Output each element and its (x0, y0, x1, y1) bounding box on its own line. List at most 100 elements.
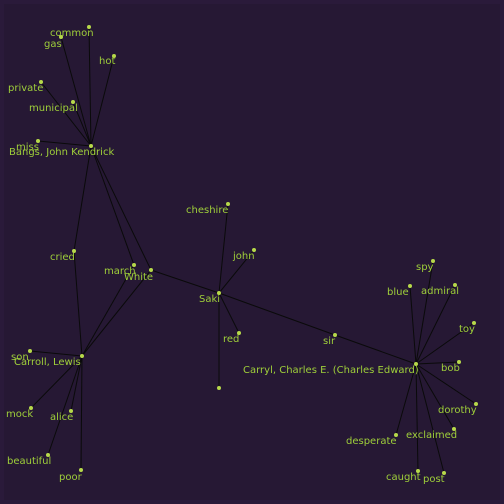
node-label: desperate (346, 436, 397, 447)
node-john[interactable]: john (232, 248, 256, 262)
node-label: poor (59, 472, 83, 483)
node-admiral[interactable]: admiral (421, 283, 459, 297)
node-carroll[interactable]: Carroll, Lewis (14, 354, 84, 368)
node-carryl[interactable]: Carryl, Charles E. (Charles Edward) (243, 362, 419, 376)
node-red[interactable]: red (223, 331, 241, 345)
node-dot[interactable] (28, 349, 32, 353)
node-dot[interactable] (80, 354, 84, 358)
node-label: municipal (29, 103, 78, 114)
node-label: Carryl, Charles E. (Charles Edward) (243, 365, 419, 376)
node-label: dorothy (438, 405, 477, 416)
node-dorothy[interactable]: dorothy (438, 402, 478, 416)
node-dot[interactable] (79, 468, 83, 472)
node-dot[interactable] (72, 249, 76, 253)
node-label: mock (6, 409, 33, 420)
node-desperate[interactable]: desperate (346, 433, 398, 447)
node-dot[interactable] (59, 35, 63, 39)
node-bob[interactable]: bob (441, 360, 461, 374)
node-dot[interactable] (69, 409, 73, 413)
node-dot[interactable] (217, 386, 221, 390)
node-label: caught (386, 472, 421, 483)
node-dot[interactable] (431, 259, 435, 263)
node-caught[interactable]: caught (386, 469, 421, 483)
node-dot[interactable] (442, 471, 446, 475)
node-spy[interactable]: spy (416, 259, 435, 273)
edge-carryl-spy (415, 260, 434, 365)
edge-carroll-poor (80, 355, 83, 471)
node-dot[interactable] (414, 362, 418, 366)
edge-carroll-mock (30, 355, 83, 409)
node-dot[interactable] (453, 283, 457, 287)
node-toy[interactable]: toy (459, 321, 476, 335)
node-dot[interactable] (46, 453, 50, 457)
node-miss[interactable]: miss (16, 139, 40, 153)
node-alice[interactable]: alice (50, 409, 73, 423)
edge-kendrick-gas (60, 36, 92, 147)
node-saki[interactable]: Saki (199, 291, 221, 305)
node-dot[interactable] (472, 321, 476, 325)
node-dot[interactable] (416, 469, 420, 473)
node-dot[interactable] (252, 248, 256, 252)
node-dot[interactable] (457, 360, 461, 364)
edge-saki-white (150, 269, 220, 294)
node-son[interactable]: son (11, 349, 32, 363)
node-dot[interactable] (408, 284, 412, 288)
node-label: exclaimed (406, 430, 457, 441)
edge-carroll-alice (70, 355, 83, 412)
node-dot[interactable] (89, 144, 93, 148)
node-dot[interactable] (226, 202, 230, 206)
node-label: White (124, 272, 153, 283)
edge-kendrick-miss (37, 140, 92, 147)
node-exclaimed[interactable]: exclaimed (406, 427, 457, 441)
edge-carryl-post (415, 363, 445, 474)
node-sir[interactable]: sir (323, 333, 337, 347)
node-dot[interactable] (217, 291, 221, 295)
node-dot[interactable] (36, 139, 40, 143)
edge-saki-red (218, 292, 240, 334)
node-gas[interactable]: gas (44, 35, 63, 50)
node-common[interactable]: common (50, 25, 94, 39)
node-dot[interactable] (149, 268, 153, 272)
node-dot[interactable] (71, 100, 75, 104)
node-label: admiral (421, 286, 459, 297)
node-label: common (50, 28, 94, 39)
node-march[interactable]: march (104, 263, 136, 277)
node-dot[interactable] (39, 80, 43, 84)
node-label: beautiful (7, 456, 51, 467)
node-hot[interactable]: hot (99, 54, 116, 67)
node-beautiful[interactable]: beautiful (7, 453, 51, 467)
edge-kendrick-white (90, 145, 152, 271)
node-label: march (104, 266, 136, 277)
node-dot[interactable] (452, 427, 456, 431)
node-unnamed[interactable] (217, 386, 221, 390)
node-private[interactable]: private (8, 80, 43, 94)
node-dot[interactable] (394, 433, 398, 437)
node-dot[interactable] (333, 333, 337, 337)
edge-carroll-cried (73, 250, 83, 357)
edge-carryl-blue (409, 285, 417, 365)
edge-carryl-exclaimed (415, 363, 455, 430)
node-dot[interactable] (29, 406, 33, 410)
node-kendrick[interactable]: Bangs, John Kendrick (9, 144, 114, 158)
node-dot[interactable] (87, 25, 91, 29)
node-municipal[interactable]: municipal (29, 100, 78, 114)
node-label: Saki (199, 294, 220, 305)
node-cheshire[interactable]: cheshire (186, 202, 230, 216)
node-label: cheshire (186, 205, 228, 216)
node-dot[interactable] (237, 331, 241, 335)
node-dot[interactable] (474, 402, 478, 406)
node-blue[interactable]: blue (387, 284, 412, 298)
node-white[interactable]: White (124, 268, 153, 283)
edge-kendrick-cried (73, 145, 92, 252)
node-cried[interactable]: cried (50, 249, 76, 263)
node-post[interactable]: post (423, 471, 446, 485)
node-dot[interactable] (112, 54, 116, 58)
node-dot[interactable] (132, 263, 136, 267)
node-label: post (423, 474, 445, 485)
node-poor[interactable]: poor (59, 468, 83, 483)
node-mock[interactable]: mock (6, 406, 33, 420)
